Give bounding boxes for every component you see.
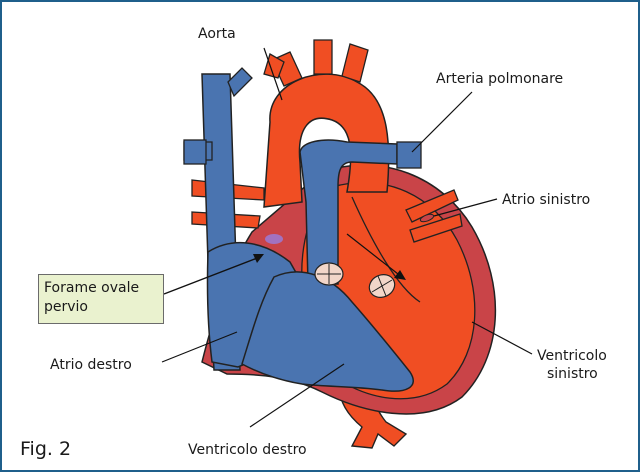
foramen-ovale-spot xyxy=(265,234,283,244)
callout-foramen-ovale: Forame ovale pervio xyxy=(38,274,164,324)
label-pulmonary-artery: Arteria polmonare xyxy=(436,71,563,88)
figure-label: Fig. 2 xyxy=(20,438,71,460)
callout-line2: pervio xyxy=(44,298,158,317)
leader-pulmonary-artery xyxy=(412,92,472,152)
label-right-ventricle: Ventricolo destro xyxy=(188,442,307,459)
subclavian-artery xyxy=(342,44,368,82)
carotid-artery xyxy=(314,40,332,74)
label-left-atrium: Atrio sinistro xyxy=(502,192,590,209)
label-aorta: Aorta xyxy=(198,26,236,43)
label-left-ventricle-line2: sinistro xyxy=(547,366,598,383)
label-left-ventricle-line1: Ventricolo xyxy=(537,348,607,365)
pulmonary-artery-left-branch xyxy=(184,140,206,164)
vena-cava-branch xyxy=(228,68,252,96)
callout-line1: Forame ovale xyxy=(44,279,158,298)
label-right-atrium: Atrio destro xyxy=(50,357,132,374)
pulmonary-valve xyxy=(315,263,343,285)
